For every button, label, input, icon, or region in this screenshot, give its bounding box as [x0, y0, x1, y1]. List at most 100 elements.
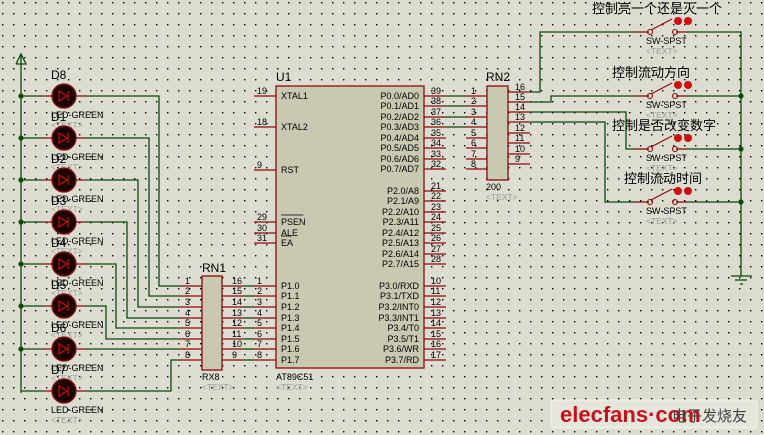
svg-text:elecfans·com: elecfans·com: [560, 402, 701, 427]
switch-label: 控制亮一个还是灭一个: [592, 1, 722, 17]
led-value: LED-GREEN: [51, 194, 104, 204]
rn1-pin-num: 12: [232, 318, 242, 328]
u1-pin-num: 26: [431, 233, 441, 243]
rn1-pin-num: 2: [185, 286, 190, 296]
u1-pin-name: P2.3/A11: [383, 217, 419, 227]
rn1-pin-num: 15: [232, 286, 242, 296]
u1-pin-name: P2.2/A10: [382, 207, 419, 217]
switch-toggle-down-icon[interactable]: [674, 187, 682, 195]
led-ref: D3: [51, 194, 67, 208]
rn2-pin-num: 13: [515, 112, 525, 122]
u1-pin-num: 10: [431, 276, 441, 286]
led-body-icon: [51, 378, 77, 404]
u1-pin-name: P1.3: [281, 313, 300, 323]
led-ref: D6: [51, 321, 67, 335]
led-value: LED-GREEN: [51, 110, 104, 120]
u1-pin-num: 4: [257, 308, 262, 318]
led-text: <TEXT>: [51, 120, 83, 130]
u1-pin-num: 29: [257, 212, 267, 222]
u1-pin-name: P3.3/INT1: [378, 313, 419, 323]
led-value: LED-GREEN: [51, 320, 104, 330]
led-body-icon: [51, 83, 77, 109]
switch-value: SW-SPST: [646, 100, 687, 110]
switch-toggle-down-icon[interactable]: [674, 134, 682, 142]
rn1-value: RX8: [202, 372, 220, 382]
u1-pin-num: 30: [257, 223, 267, 233]
u1-pin-num: 18: [257, 117, 267, 127]
u1-pin-name: P0.5/AD5: [380, 143, 419, 153]
led-body-icon: [51, 293, 77, 319]
u1-pin-name: P3.6/WR: [383, 344, 420, 354]
u1-pin-num: 17: [431, 350, 441, 360]
rn1-ref: RN1: [202, 261, 226, 275]
rn1-pin-num: 9: [232, 350, 237, 360]
rn2-pin-num: 10: [515, 144, 525, 154]
switch-toggle-up-icon[interactable]: [684, 187, 692, 195]
u1-pin-num: 7: [257, 339, 262, 349]
led-value: LED-GREEN: [51, 278, 104, 288]
u1-pin-num: 13: [431, 308, 441, 318]
rn2-pin-num: 12: [515, 123, 525, 133]
u1-pin-name: P3.0/RXD: [379, 281, 420, 291]
led-value: LED-GREEN: [51, 405, 104, 415]
switch-toggle-down-icon[interactable]: [674, 81, 682, 89]
u1-pin-name: P0.1/AD1: [380, 101, 419, 111]
u1-pin-num: 35: [431, 128, 441, 138]
rn2-value: 200: [486, 182, 501, 192]
u1-text: <TEXT>: [276, 382, 308, 392]
led-ref: D2: [51, 152, 67, 166]
led-ref: D1: [51, 110, 67, 124]
led-value: LED-GREEN: [51, 152, 104, 162]
u1-pin-num: 34: [431, 138, 441, 148]
rn1-pin-num: 8: [185, 350, 190, 360]
rn2-pin-num: 16: [515, 82, 525, 92]
switch-toggle-up-icon[interactable]: [684, 81, 692, 89]
switch-toggle-down-icon[interactable]: [674, 17, 682, 25]
u1-pin-num: 22: [431, 191, 441, 201]
u1-pin-num: 28: [431, 254, 441, 264]
u1-pin-name: P0.3/AD3: [380, 122, 419, 132]
u1-pin-name: ALE: [281, 228, 298, 238]
led-text: <TEXT>: [51, 373, 83, 383]
u1-pin-name: P1.4: [281, 323, 300, 333]
switch-toggle-up-icon[interactable]: [684, 134, 692, 142]
led-wires: [86, 95, 180, 392]
rn2-pin-num: 14: [515, 102, 525, 112]
u1-pin-name: P1.6: [281, 344, 300, 354]
rn1-pin-num: 11: [232, 329, 241, 339]
rn2-body: [486, 85, 509, 181]
u1-pin-num: 32: [431, 159, 441, 169]
switch-label: 控制流动时间: [624, 172, 702, 187]
u1-pin-name: P3.2/INT0: [378, 302, 419, 312]
switch-toggle-up-icon[interactable]: [684, 17, 692, 25]
u1-pin-name: PSEN: [281, 217, 306, 227]
led-text: <TEXT>: [51, 288, 83, 298]
watermark-cn: 电子发烧友: [672, 407, 747, 425]
led-body-icon: [51, 167, 77, 193]
u1-pin-name: P2.4/A12: [382, 228, 419, 238]
rn1-pin-num: 16: [232, 276, 242, 286]
u1-pin-num: 39: [431, 86, 441, 96]
u1-pin-num: 25: [431, 223, 441, 233]
u1-pin-num: 3: [257, 297, 262, 307]
led-ref: D7: [51, 363, 67, 377]
u1-pin-name: P1.2: [281, 302, 300, 312]
u1-pin-name: P1.0: [281, 281, 300, 291]
led-body-icon: [51, 209, 77, 235]
led-value: LED-GREEN: [51, 236, 104, 246]
